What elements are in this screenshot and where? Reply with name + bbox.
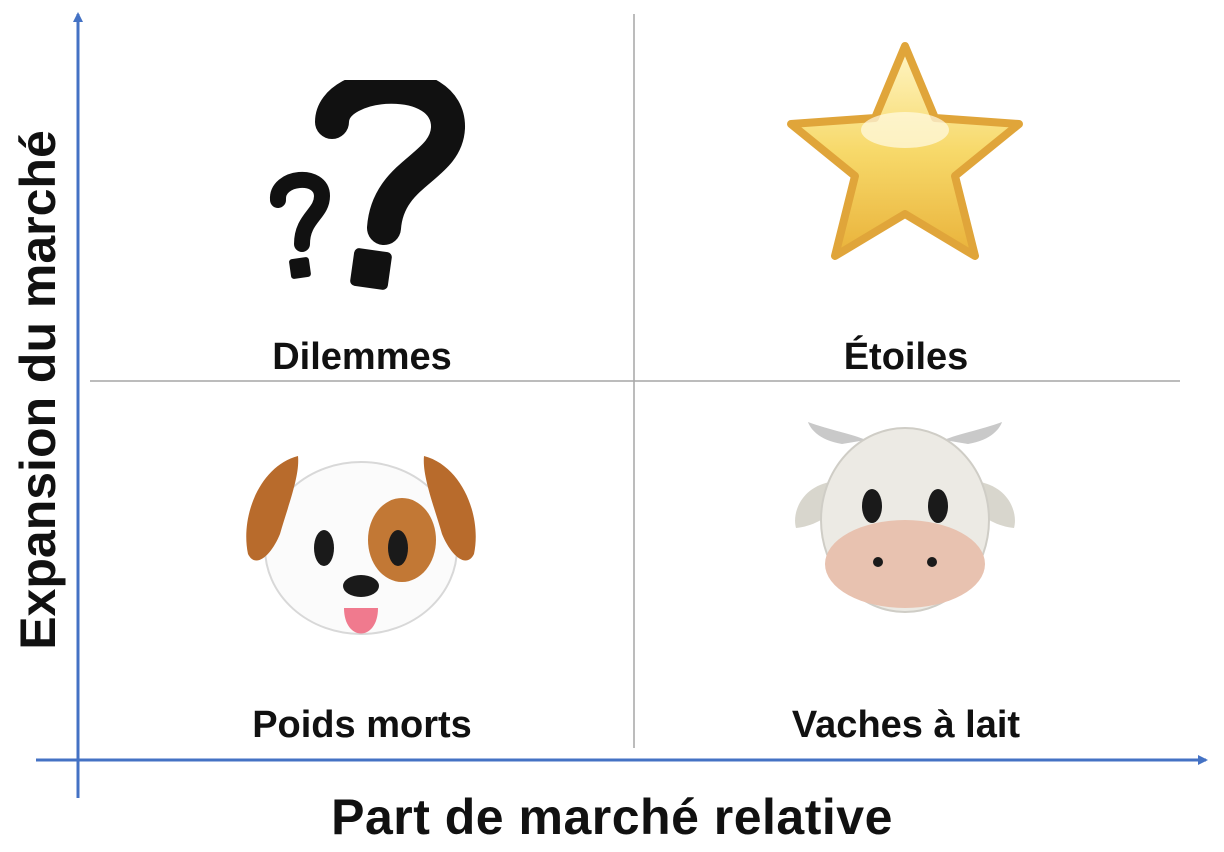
y-axis-label: Expansion du marché bbox=[10, 130, 66, 650]
cow-face-icon bbox=[795, 422, 1015, 613]
quadrant-label-etoiles: Étoiles bbox=[843, 336, 969, 378]
star-icon bbox=[787, 42, 1023, 260]
dog-face-icon bbox=[246, 456, 476, 635]
quadrant-label-dilemmes: Dilemmes bbox=[272, 336, 452, 378]
quadrant-label-poids-morts: Poids morts bbox=[252, 704, 472, 746]
quadrant-label-vaches-a-lait: Vaches à lait bbox=[791, 704, 1021, 746]
double-question-mark-icon bbox=[270, 80, 465, 290]
x-axis-label: Part de marché relative bbox=[331, 789, 893, 845]
